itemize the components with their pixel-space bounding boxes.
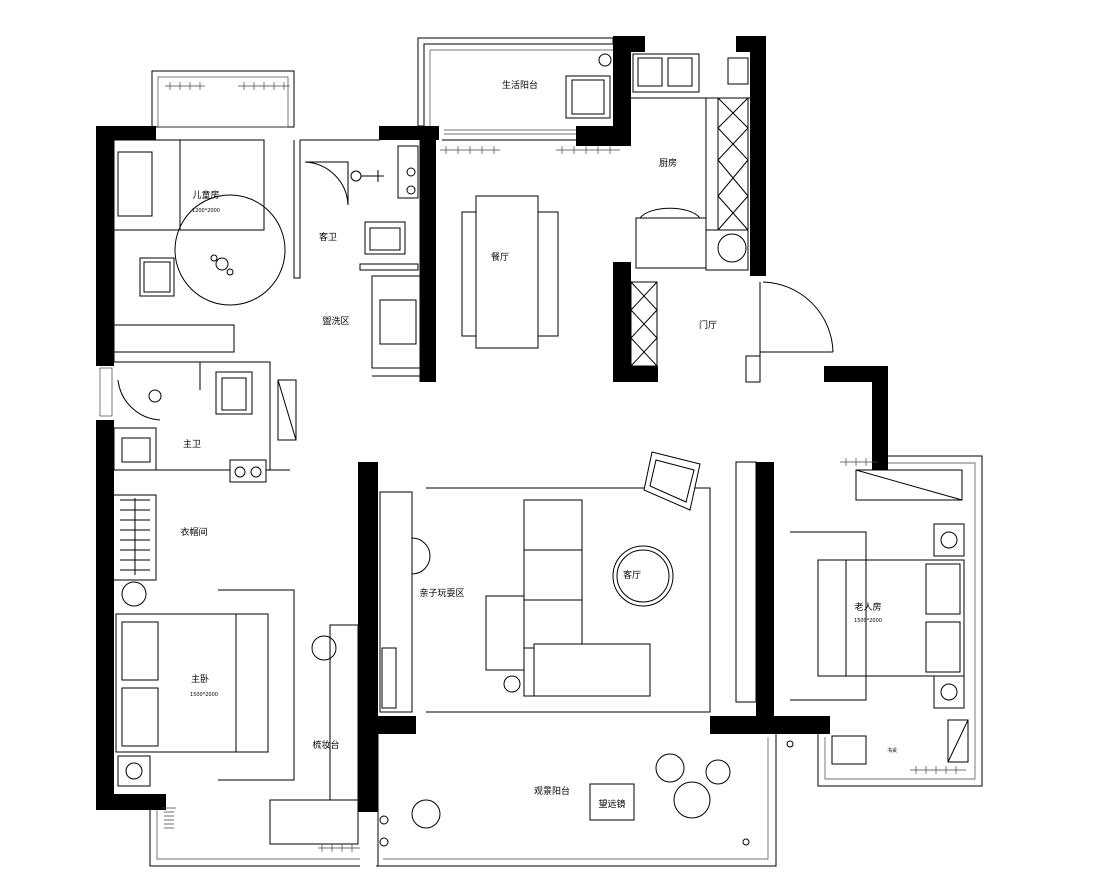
room-labels: 生活阳台 厨房 儿童房 1200*2000 客卫 盥洗区 餐厅 门厅 主卫 衣帽… [180,79,897,810]
label-utility-balcony: 生活阳台 [502,79,538,91]
label-living: 客厅 [623,569,641,581]
rocking-horse-icon [210,254,234,276]
guest-bath-furniture [350,145,421,377]
label-kids-room-size: 1200*2000 [192,208,220,214]
kitchen-furniture [632,53,749,271]
label-dining: 餐厅 [491,251,509,263]
closet-furniture [120,498,150,607]
utility-balcony-furniture [440,53,620,154]
label-master-bed-size: 1500*2000 [190,692,218,698]
label-family-play: 亲子玩耍区 [419,587,464,599]
viewing-balcony-furniture [318,753,750,852]
armchair-icon [643,451,701,511]
foyer-cabinet [630,281,658,367]
master-bed-furniture [115,589,359,845]
master-bath-furniture [113,371,297,483]
label-elder-room: 老人房 [854,601,881,613]
doors [117,161,834,421]
dining-furniture [461,195,559,349]
label-foyer: 门厅 [699,319,717,331]
kids-room-furniture [113,82,290,306]
label-master-bed: 主卧 [191,673,209,685]
label-desk-area: 书桌 [887,747,897,754]
label-viewing-balcony: 观景阳台 [534,785,570,797]
label-telescope: 望远镜 [598,798,625,810]
walls [96,36,888,812]
label-guest-bath: 客卫 [319,231,337,243]
label-wash-area: 盥洗区 [322,315,349,327]
living-furniture [379,451,757,713]
label-master-bath: 主卫 [183,438,201,450]
label-closet: 衣帽间 [180,526,207,538]
label-kitchen: 厨房 [659,157,677,169]
exterior-outlines [99,37,983,867]
label-kids-room: 儿童房 [192,189,219,201]
label-elder-room-size: 1500*2000 [854,618,882,624]
label-vanity: 梳妆台 [312,739,339,751]
elder-room-furniture [786,458,969,774]
